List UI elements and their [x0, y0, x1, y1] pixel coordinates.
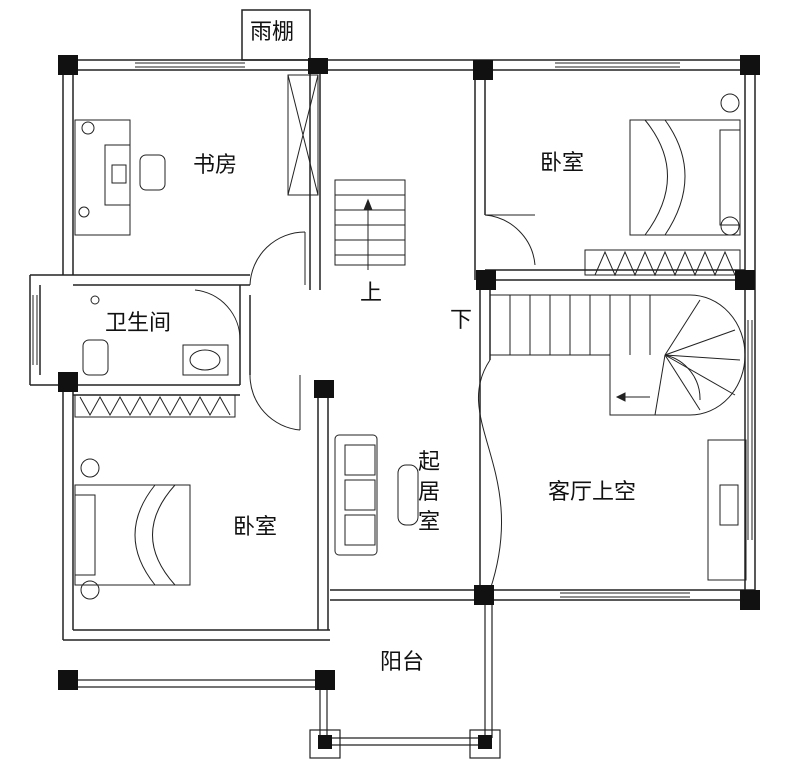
label-living: 起居室: [417, 450, 440, 535]
bath-fixtures: [82, 295, 229, 376]
sofa: [334, 434, 419, 556]
spiral-stair: [490, 294, 746, 416]
label-balcony: 阳台: [380, 650, 425, 675]
interior-walls: [73, 70, 745, 630]
exterior-walls: [29, 59, 756, 641]
balcony-rail: [68, 600, 501, 759]
columns: [58, 55, 760, 749]
label-bathroom: 卫生间: [105, 311, 172, 336]
stair-upper: [287, 74, 406, 270]
study-desk: [74, 119, 166, 236]
label-bedroom-sw: 卧室: [233, 515, 278, 540]
label-study: 书房: [193, 153, 238, 178]
label-bedroom-ne: 卧室: [540, 151, 585, 176]
label-stair-down: 下: [450, 308, 473, 333]
door-swings: [194, 214, 536, 591]
label-void: 客厅上空: [548, 480, 637, 505]
windows: [32, 62, 753, 598]
label-canopy: 雨棚: [250, 20, 295, 45]
bed-sw: [74, 458, 191, 600]
bed-ne: [629, 93, 741, 236]
tv-cabinet: [707, 439, 747, 581]
closets: [74, 249, 741, 418]
label-stair-up: 上: [360, 281, 383, 306]
